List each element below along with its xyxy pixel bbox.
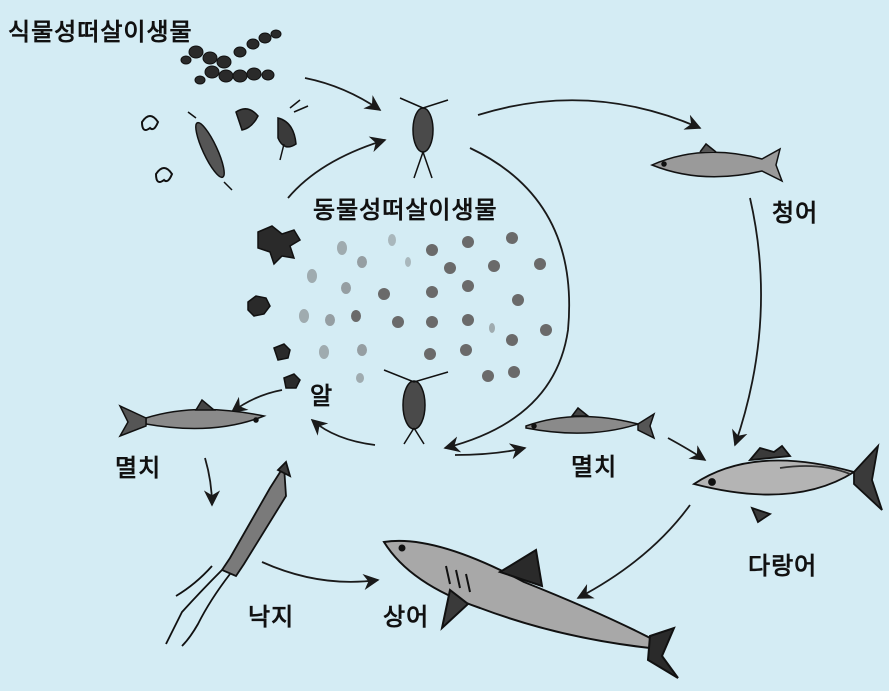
phytoplankton-chain-icon: [180, 29, 282, 85]
arrow-cycle-left-up: [287, 136, 387, 199]
arrow-anchovy-to-tuna: [667, 437, 707, 461]
arrow-anchovy-to-octopus: [203, 457, 221, 507]
label-octopus: 낙지: [248, 603, 295, 631]
label-shark: 상어: [383, 603, 430, 631]
label-anchovy-left: 멸치: [115, 454, 162, 482]
arrow-to-anchovy-right: [454, 443, 527, 460]
larva-icon: [247, 225, 302, 389]
arrow-octopus-to-shark: [261, 561, 380, 591]
label-mackerel: 다랑어: [748, 552, 818, 580]
copepod-icon: [399, 97, 449, 179]
arrow-phyto-to-zoo: [304, 77, 382, 111]
anchovy-icon: [525, 406, 656, 440]
shark-icon: [382, 539, 679, 679]
copepod-icon: [187, 111, 233, 191]
tuna-icon: [691, 443, 883, 524]
arrow-herring-to-tuna: [732, 197, 762, 447]
arrow-zoo-to-herring: [477, 99, 702, 130]
food-web-arrows: [203, 77, 762, 599]
arrow-egg-to-anchovy: [230, 389, 283, 413]
squid-icon: [165, 460, 292, 647]
arrow-zoo-cycle-right: [443, 147, 570, 453]
label-herring: 청어: [772, 199, 819, 227]
label-anchovy-right: 멸치: [571, 453, 618, 481]
arrow-to-egg: [310, 418, 376, 446]
fish-egg-icon: [299, 232, 552, 383]
label-egg: 알: [310, 382, 334, 410]
copepod-icon: [383, 369, 449, 445]
krill-icon: [235, 99, 309, 161]
label-phytoplankton: 식물성떠살이생물: [8, 18, 193, 46]
diatom-icon: [140, 115, 174, 183]
anchovy-icon: [118, 398, 267, 438]
arrow-tuna-to-shark: [576, 504, 691, 599]
herring-icon: [650, 142, 784, 183]
label-zooplankton: 동물성떠살이생물: [313, 196, 498, 224]
